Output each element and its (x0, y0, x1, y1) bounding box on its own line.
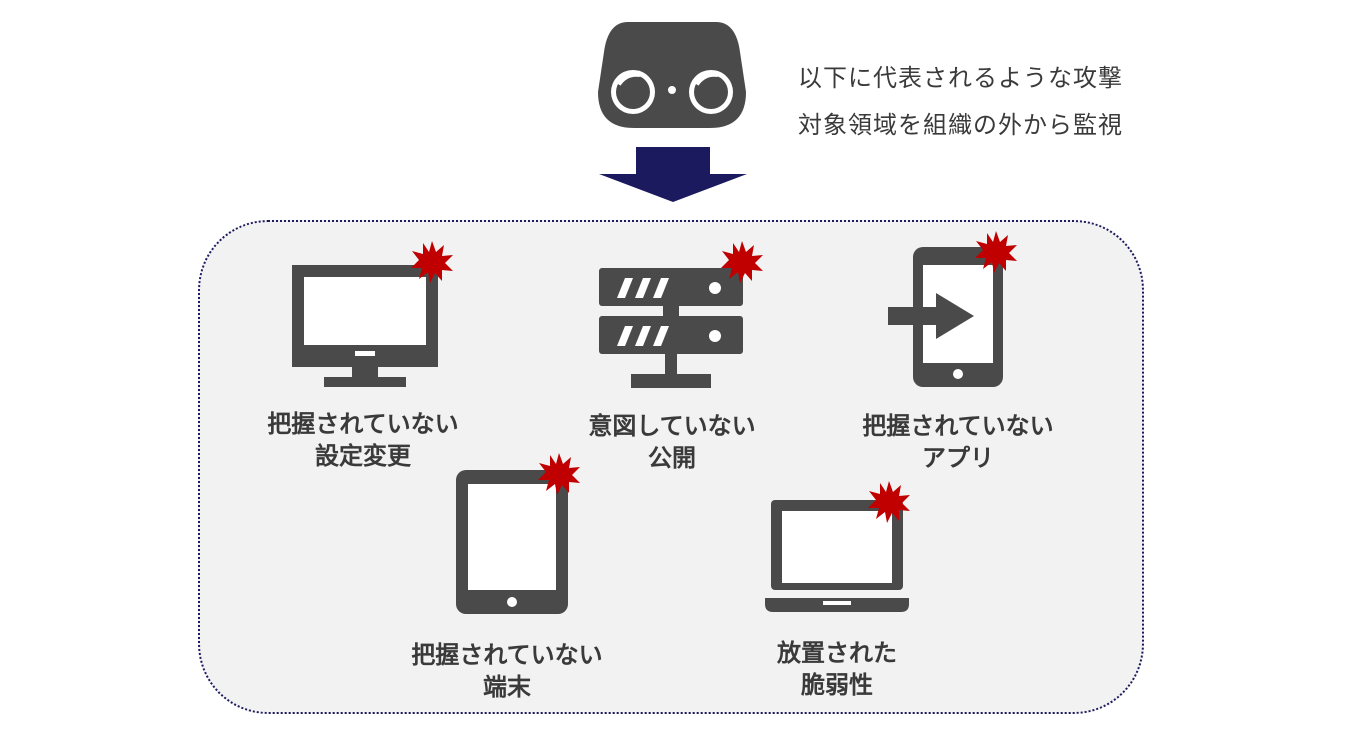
alert-burst-icon (538, 453, 580, 495)
item-label-settings: 把握されていない 設定変更 (260, 408, 466, 472)
item-label-line1: 意図していない (588, 412, 756, 440)
item-label-line2: 端末 (483, 673, 531, 701)
item-label-line2: 脆弱性 (801, 671, 873, 699)
alert-burst-icon (721, 241, 763, 283)
item-label-line2: 設定変更 (315, 442, 411, 470)
item-label-line1: 把握されていない (267, 410, 459, 438)
down-arrow-icon (599, 147, 747, 202)
caption-line-2: 対象領域を組織の外から監視 (798, 111, 1123, 139)
item-label-line1: 把握されていない (411, 641, 603, 669)
item-label-exposure: 意図していない 公開 (582, 410, 762, 474)
server-icon (599, 268, 743, 388)
item-label-line2: 公開 (648, 444, 696, 472)
laptop-icon (765, 500, 909, 612)
item-label-line1: 把握されていない (862, 412, 1054, 440)
item-label-device: 把握されていない 端末 (404, 639, 610, 703)
alert-burst-icon (868, 481, 910, 523)
item-label-app: 把握されていない アプリ (855, 410, 1061, 474)
item-label-line1: 放置された (777, 639, 897, 667)
phone-app-icon (888, 247, 1003, 387)
item-label-vulnerability: 放置された 脆弱性 (752, 637, 922, 701)
monitor-icon (292, 265, 438, 387)
caption-line-1: 以下に代表されるような攻撃 (798, 64, 1123, 92)
item-label-line2: アプリ (922, 444, 994, 472)
alert-burst-icon (411, 241, 453, 283)
binoculars-icon (598, 22, 746, 128)
alert-burst-icon (975, 231, 1017, 273)
tablet-icon (456, 470, 568, 614)
